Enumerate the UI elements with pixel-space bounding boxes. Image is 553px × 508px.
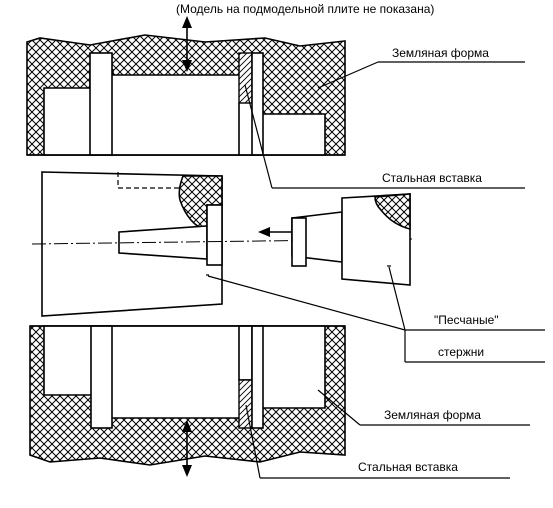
- steel-insert-bottom-label: Стальная вставка: [358, 460, 458, 474]
- earth-mold-bottom-label: Земляная форма: [384, 408, 481, 422]
- bottom-lift-arrow: [182, 420, 192, 477]
- steel-insert-top-label: Стальная вставка: [382, 171, 482, 185]
- note-label: (Модель на подмодельной плите не показан…: [176, 2, 434, 16]
- top-left-pin: [89, 52, 113, 156]
- earth-mold-top-label: Земляная форма: [392, 46, 489, 60]
- top-earth-mold: [26, 34, 346, 156]
- top-right-pin: [251, 52, 264, 156]
- sand-core: [291, 193, 411, 286]
- leader-lines: [207, 61, 545, 479]
- casting-body: [41, 171, 223, 317]
- sand-core-pocket: [374, 193, 411, 231]
- bottom-left-pin: [90, 325, 113, 429]
- bottom-right-pin: [251, 325, 264, 429]
- sand-cores-label-2: стержни: [438, 345, 484, 359]
- bottom-steel-insert: [238, 379, 253, 429]
- bottom-earth-mold: [29, 325, 346, 466]
- top-steel-insert: [238, 52, 253, 104]
- sand-cores-label-1: "Песчаные": [434, 313, 499, 327]
- top-lift-arrow: [182, 16, 192, 72]
